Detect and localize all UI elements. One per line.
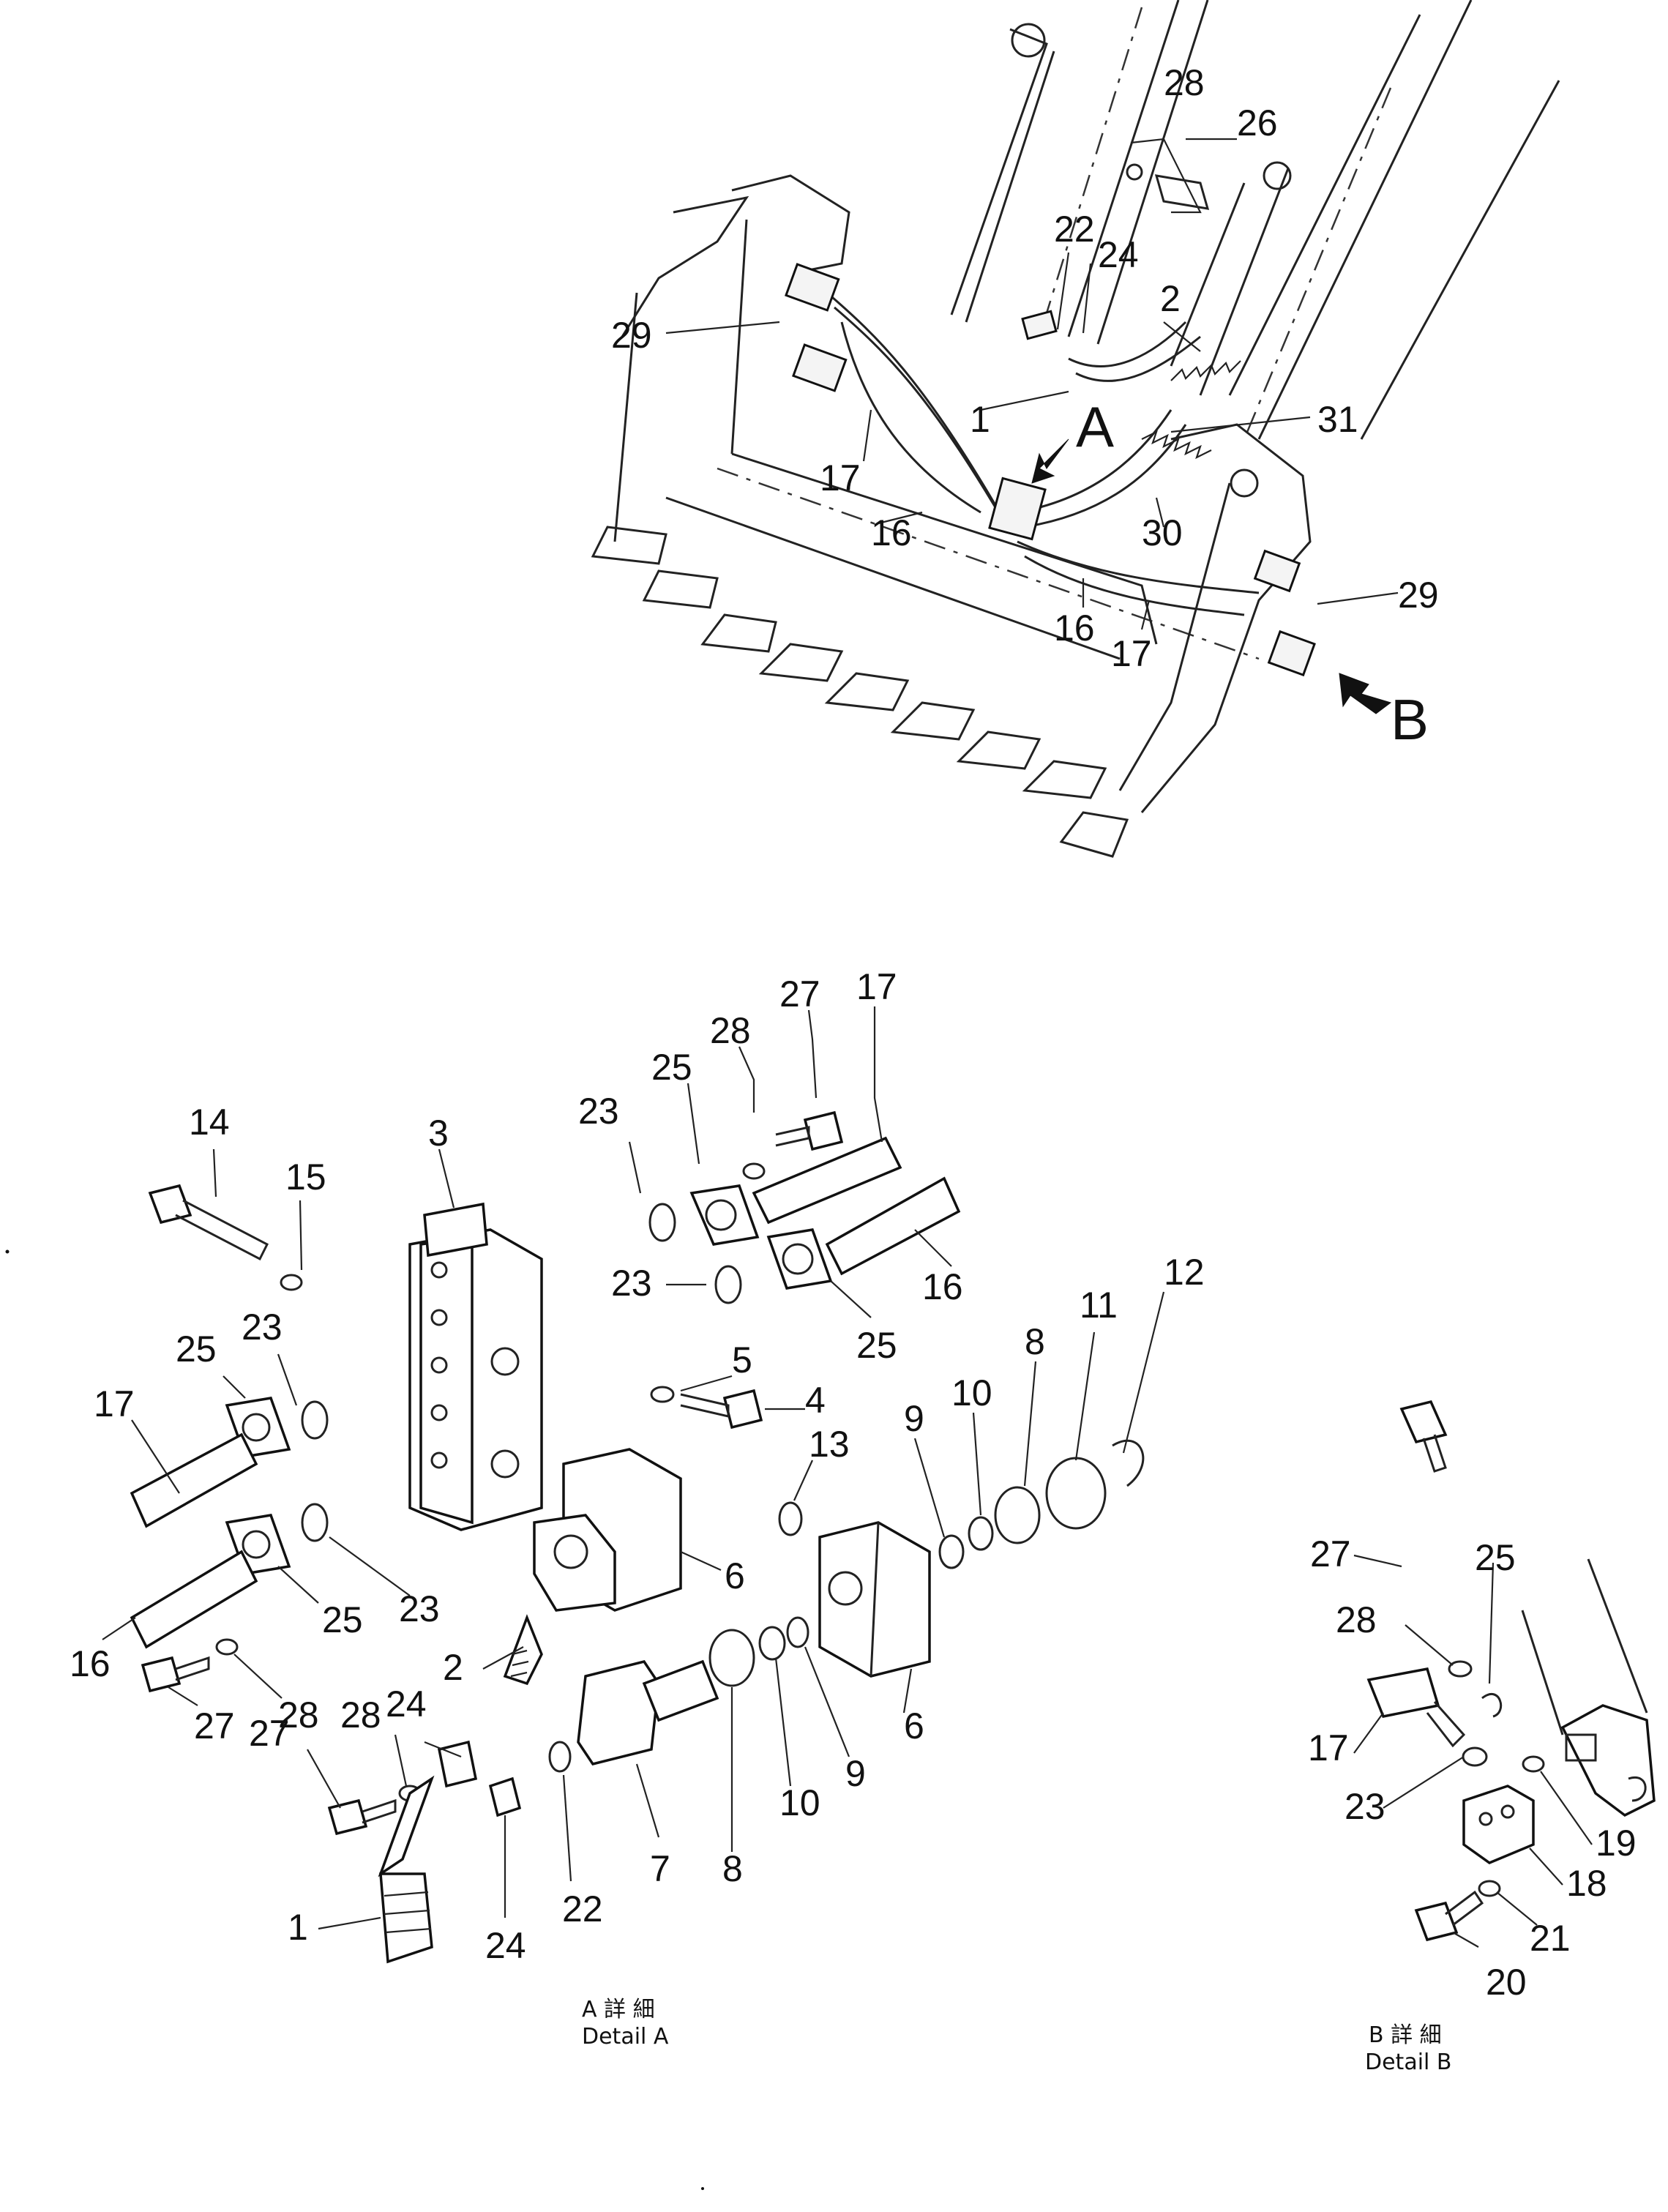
detail-b-callout: 21 [1530, 1918, 1571, 1959]
detail-a-callout: 8 [722, 1848, 743, 1889]
detail-a-callout: 28 [710, 1010, 751, 1051]
detail-a-callout: 25 [651, 1047, 692, 1088]
overview-callout: 22 [1054, 209, 1095, 250]
detail-a-callout: 27 [194, 1705, 235, 1746]
detail-a-drawing [130, 1110, 1145, 1964]
detail-b-leaders [1353, 1554, 1593, 1948]
detail-a-callout: 17 [94, 1383, 135, 1424]
detail-b-callout: 20 [1486, 1962, 1527, 2003]
detail-b-callouts: 27 25 28 17 23 19 18 21 20 B 詳 細 Detail … [1308, 1533, 1637, 2075]
bucket-overview-drawing [591, 0, 1560, 858]
detail-a-callout: 10 [951, 1372, 992, 1413]
detail-a-callout: 25 [856, 1325, 897, 1366]
detail-a-callout: 1 [288, 1907, 308, 1948]
overview-callout: 30 [1142, 512, 1183, 553]
view-marker-a: A [1076, 395, 1114, 459]
detail-a-callout: 6 [725, 1555, 745, 1596]
detail-b-drawing [1366, 1400, 1656, 1942]
overview-leaders [665, 138, 1399, 630]
detail-a-callout: 14 [189, 1102, 230, 1143]
detail-a-callout: 12 [1164, 1252, 1205, 1293]
detail-a-callout: 13 [809, 1424, 850, 1465]
detail-a-callout: 8 [1025, 1321, 1045, 1362]
overview-callout: 29 [611, 315, 652, 356]
overview-callout: 26 [1237, 102, 1278, 143]
detail-a-callout: 28 [340, 1695, 381, 1735]
detail-b-caption-jp: B 詳 細 [1369, 2022, 1442, 2048]
detail-a-callout: 23 [242, 1307, 283, 1348]
detail-a-callout: 9 [845, 1753, 866, 1794]
overview-callout: 29 [1398, 575, 1439, 616]
detail-a-callout: 16 [922, 1266, 963, 1307]
detail-a-callouts: 27 17 28 25 23 14 3 15 23 16 25 23 25 17… [70, 966, 1205, 2050]
detail-a-leaders [102, 1006, 1165, 1930]
detail-a-callout: 16 [70, 1643, 111, 1684]
detail-a-callout: 28 [278, 1695, 319, 1735]
detail-a-callout: 22 [562, 1888, 603, 1929]
detail-a-callout: 7 [650, 1848, 670, 1889]
overview-callout: 24 [1098, 234, 1139, 275]
detail-a-callout: 23 [611, 1263, 652, 1304]
view-marker-b: B [1391, 687, 1429, 752]
detail-a-callout: 23 [399, 1588, 440, 1629]
detail-a-callout: 27 [779, 974, 820, 1015]
overview-callout: 17 [820, 457, 861, 498]
detail-b-callout: 27 [1310, 1533, 1351, 1574]
detail-a-callout: 3 [428, 1113, 449, 1154]
detail-a-callout: 10 [779, 1782, 820, 1823]
detail-a-callout: 27 [249, 1713, 290, 1754]
detail-a-callout: 25 [322, 1599, 363, 1640]
overview-callout: 16 [1054, 608, 1095, 649]
detail-b-callout: 19 [1596, 1823, 1637, 1864]
detail-a-callout: 23 [578, 1091, 619, 1132]
overview-callouts: 28 26 22 24 2 29 1 31 17 16 30 29 16 17 … [611, 62, 1439, 752]
detail-a-callout: 24 [485, 1925, 526, 1966]
detail-a-callout: 11 [1080, 1285, 1118, 1326]
detail-b-caption-en: Detail B [1365, 2050, 1452, 2075]
detail-a-callout: 25 [176, 1329, 217, 1370]
detail-b-callout: 17 [1308, 1727, 1349, 1768]
overview-callout: 17 [1111, 633, 1152, 674]
detail-a-callout: 4 [805, 1380, 826, 1421]
detail-a-caption-jp: A 詳 細 [582, 1997, 655, 2022]
scan-specks [5, 1249, 704, 2190]
overview-callout: 2 [1160, 278, 1181, 319]
detail-a-callout: 15 [285, 1157, 326, 1197]
overview-callout: 1 [970, 399, 990, 440]
detail-a-caption-en: Detail A [582, 2024, 669, 2050]
detail-a-callout: 6 [904, 1705, 924, 1746]
overview-callout: 31 [1317, 399, 1358, 440]
overview-callout: 16 [871, 512, 912, 553]
detail-a-callout: 24 [386, 1684, 427, 1725]
detail-a-callout: 9 [904, 1398, 924, 1439]
detail-b-callout: 25 [1475, 1537, 1516, 1578]
overview-callout: 28 [1164, 62, 1205, 103]
detail-a-callout: 2 [443, 1647, 463, 1688]
detail-b-callout: 23 [1345, 1786, 1385, 1827]
detail-b-callout: 18 [1566, 1863, 1607, 1904]
detail-a-callout: 17 [856, 966, 897, 1007]
detail-b-callout: 28 [1336, 1599, 1377, 1640]
detail-a-callout: 5 [732, 1339, 752, 1380]
